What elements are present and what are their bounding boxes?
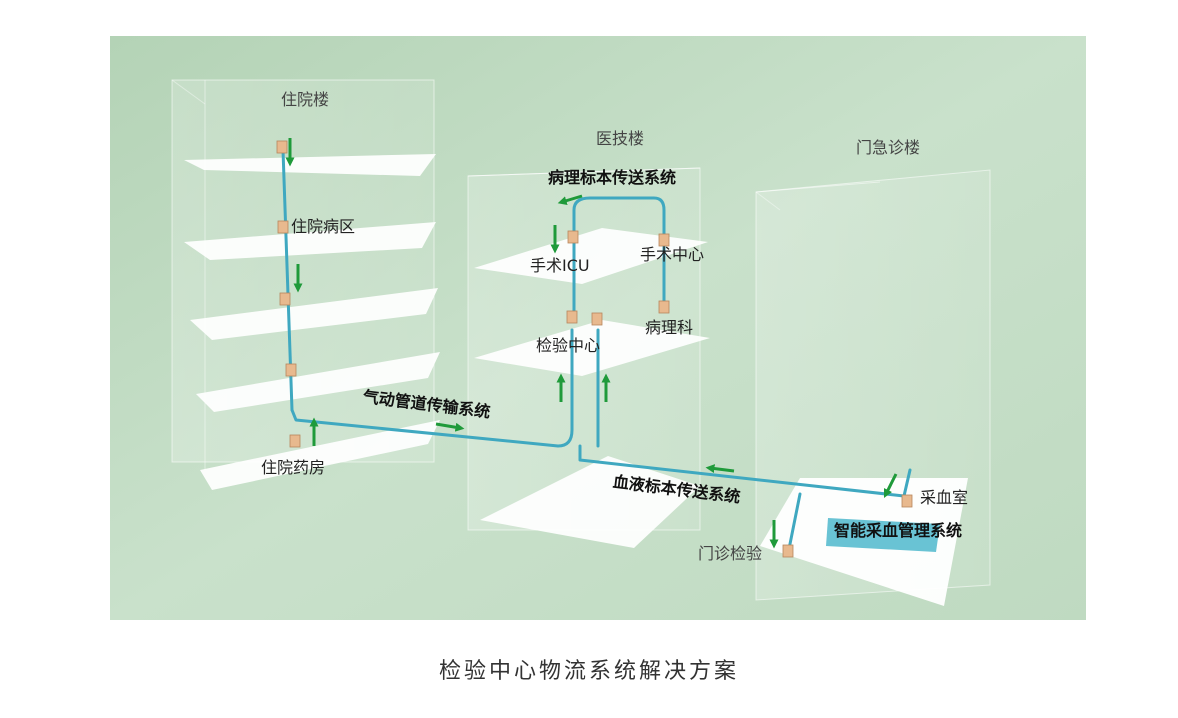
pipe-pathology-loop: [572, 196, 666, 308]
station-inpatient-4: [285, 363, 297, 377]
station-icu: [567, 230, 579, 244]
building-label-outpatient: 门急诊楼: [856, 138, 921, 157]
dept-label-blood-room: 采血室: [920, 488, 969, 507]
dept-label-icu: 手术ICU: [530, 256, 590, 275]
station-inpatient-top: [276, 140, 288, 154]
inpatient-floor-2: [184, 222, 436, 260]
dept-label-surgery: 手术中心: [640, 245, 705, 264]
building-label-medtech: 医技楼: [596, 129, 645, 148]
medtech-floor-ground: [480, 456, 700, 548]
station-lab-2: [591, 312, 603, 326]
arrow-pneumatic-right: [435, 422, 465, 432]
inpatient-floor-1: [184, 154, 436, 176]
station-surgery: [658, 233, 670, 247]
arrow-pathology-left: [557, 194, 583, 206]
inpatient-floor-5: [200, 420, 440, 490]
station-inpatient-3: [279, 292, 291, 306]
dept-label-lab: 检验中心: [536, 336, 601, 355]
arrow-blood-left: [705, 464, 735, 474]
building-label-inpatient: 住院楼: [281, 90, 330, 109]
station-pathology: [658, 300, 670, 314]
dept-label-clinic-lab: 门诊检验: [698, 544, 763, 563]
arrow-blood-room-down: [883, 473, 898, 499]
dept-label-pharmacy: 住院药房: [261, 458, 326, 477]
station-blood-room: [901, 494, 913, 508]
diagram-caption: 检验中心物流系统解决方案: [438, 659, 739, 684]
station-markers: [276, 140, 913, 558]
smart-blood-area: [826, 518, 940, 552]
system-label-smart-blood: 智能采血管理系统: [834, 521, 963, 540]
pipe-network: [281, 148, 912, 556]
medtech-floor-lab: [474, 320, 710, 376]
medtech-floor-surgery: [474, 228, 708, 284]
scene-canvas: [110, 36, 1086, 620]
station-pharmacy: [289, 434, 301, 448]
station-lab-1: [566, 310, 578, 324]
inpatient-building: [171, 79, 435, 470]
pipe-pneumatic-main: [290, 328, 574, 448]
flow-arrows: [285, 138, 898, 549]
system-label-pathology: 病理标本传送系统: [548, 168, 677, 187]
inpatient-floor-3: [190, 288, 438, 340]
station-clinic-lab: [782, 544, 794, 558]
dept-label-ward: 住院病区: [291, 217, 356, 236]
inpatient-floor-4: [196, 352, 440, 412]
dept-label-pathology: 病理科: [645, 318, 694, 337]
pipe-blood-branch: [786, 492, 802, 556]
pipe-blood-main: [578, 444, 912, 498]
station-ward: [277, 220, 289, 234]
